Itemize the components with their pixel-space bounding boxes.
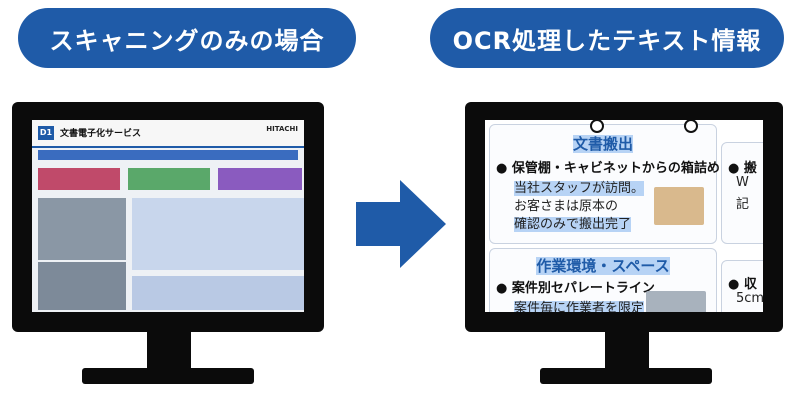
panel-partial-right-top: ● 搬 W 記 bbox=[721, 142, 763, 244]
panel-bullet: ● 搬 bbox=[728, 161, 757, 176]
panel-work-environment: 作業環境・スペース ● 案件別セパレートライン 案件毎に作業者を限定 bbox=[489, 248, 717, 312]
left-monitor-base bbox=[82, 368, 254, 384]
document-box-red bbox=[38, 168, 120, 190]
left-monitor: D1 文書電子化サービス HITACHI bbox=[12, 102, 324, 332]
pin-icon bbox=[684, 120, 698, 133]
panel-line: 案件毎に作業者を限定 bbox=[514, 297, 645, 312]
document-strip bbox=[38, 150, 298, 160]
ocr-text-screen: 文書搬出 ● 保管棚・キャビネットからの箱詰め 当社スタッフが訪問。 お客さまは… bbox=[485, 120, 763, 312]
scanned-document-screen: D1 文書電子化サービス HITACHI bbox=[32, 120, 304, 312]
panel-bullet: ● 案件別セパレートライン bbox=[496, 281, 655, 296]
right-monitor-neck bbox=[605, 332, 649, 370]
ocr-text-label: OCR処理したテキスト情報 bbox=[430, 8, 784, 68]
document-title: 文書電子化サービス bbox=[60, 129, 142, 139]
panel-heading: 作業環境・スペース bbox=[536, 257, 670, 275]
panel-document-carryout: 文書搬出 ● 保管棚・キャビネットからの箱詰め 当社スタッフが訪問。 お客さまは… bbox=[489, 120, 720, 244]
panel-bullet: ● 収 bbox=[728, 277, 757, 292]
panel-line: 記 bbox=[736, 197, 750, 212]
scan-only-label: スキャニングのみの場合 bbox=[18, 8, 356, 68]
panel-line: W bbox=[736, 175, 749, 190]
logo: HITACHI bbox=[266, 125, 298, 133]
right-arrow-icon bbox=[356, 180, 446, 268]
right-monitor: 文書搬出 ● 保管棚・キャビネットからの箱詰め 当社スタッフが訪問。 お客さまは… bbox=[465, 102, 783, 332]
document-box-green bbox=[128, 168, 210, 190]
document-photo bbox=[38, 198, 126, 260]
document-number: D1 bbox=[38, 126, 54, 140]
panel-partial-right-bottom: ● 収 5cm bbox=[721, 260, 763, 312]
document-panel bbox=[132, 198, 304, 270]
document-header: D1 文書電子化サービス HITACHI bbox=[32, 120, 304, 148]
panel-line: 当社スタッフが訪問。 bbox=[514, 181, 645, 196]
document-box-purple bbox=[218, 168, 302, 190]
pin-icon bbox=[590, 120, 604, 133]
document-grid bbox=[132, 276, 304, 310]
panel-heading: 文書搬出 bbox=[572, 135, 633, 153]
left-monitor-neck bbox=[147, 332, 191, 370]
panel-line: お客さまは原本の bbox=[514, 199, 619, 214]
document-photo-2 bbox=[38, 262, 126, 310]
workspace-photo bbox=[646, 291, 706, 312]
panel-line: 5cm bbox=[736, 291, 763, 306]
cardboard-boxes-icon bbox=[654, 187, 704, 225]
right-monitor-base bbox=[540, 368, 712, 384]
panel-bullet: ● 保管棚・キャビネットからの箱詰め bbox=[496, 161, 720, 176]
panel-line: 確認のみで搬出完了 bbox=[514, 217, 632, 232]
